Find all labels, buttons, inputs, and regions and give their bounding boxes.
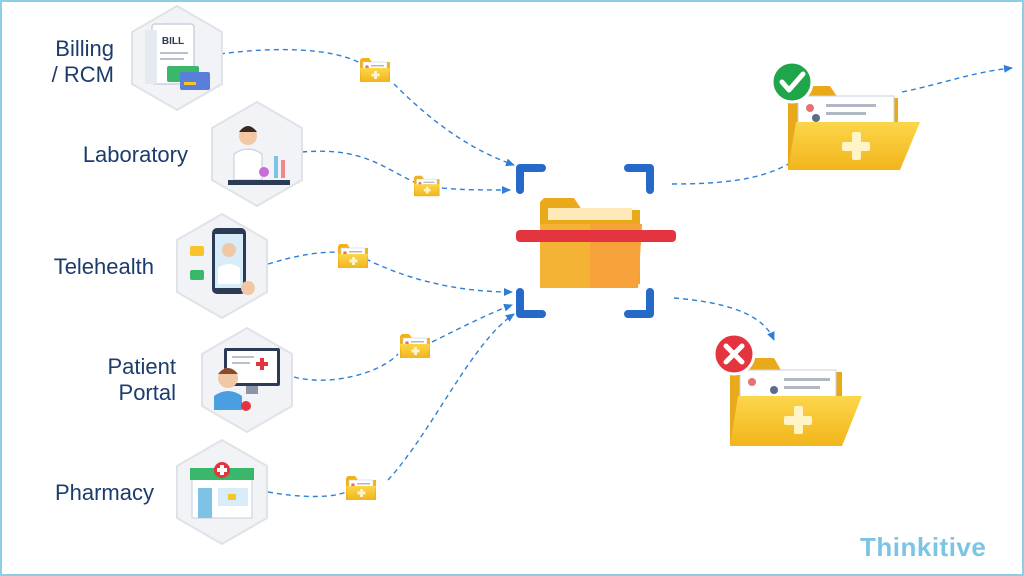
cross-icon bbox=[712, 332, 756, 376]
video-doctor-icon bbox=[190, 228, 255, 295]
rejected-connector bbox=[673, 297, 775, 341]
hex-patient-portal bbox=[201, 326, 293, 434]
pharmacy-connector bbox=[267, 314, 514, 498]
scanned-folder-icon bbox=[540, 198, 642, 288]
approved-connector bbox=[671, 161, 793, 185]
approved-exit bbox=[901, 64, 1013, 93]
label-patient-portal-line2: Portal bbox=[118, 380, 176, 405]
hex-pharmacy bbox=[176, 438, 268, 546]
bill-icon: BILL bbox=[145, 23, 210, 90]
pharmacy-store-icon bbox=[190, 462, 254, 519]
label-pharmacy: Pharmacy bbox=[22, 480, 154, 506]
check-icon bbox=[770, 60, 814, 104]
billing-record-icon bbox=[359, 57, 391, 83]
hex-billing: BILL bbox=[131, 4, 223, 112]
label-telehealth: Telehealth bbox=[22, 254, 154, 280]
label-pharmacy-line1: Pharmacy bbox=[54, 480, 154, 505]
telehealth-record-icon bbox=[337, 243, 369, 269]
label-billing: Billing / RCM bbox=[22, 36, 114, 88]
lab-record-icon bbox=[413, 175, 440, 197]
pharmacy-record-icon bbox=[345, 475, 377, 501]
label-laboratory: Laboratory bbox=[22, 142, 188, 168]
brand-logo: Thinkitive bbox=[860, 532, 987, 562]
patient-monitor-icon bbox=[214, 348, 280, 411]
label-telehealth-line1: Telehealth bbox=[53, 254, 154, 279]
rejected-folder-icon bbox=[712, 332, 862, 446]
scanner-brackets bbox=[516, 164, 654, 318]
portal-record-icon bbox=[399, 333, 431, 359]
approved-folder-icon bbox=[770, 60, 920, 170]
bill-text: BILL bbox=[162, 36, 184, 47]
hex-laboratory bbox=[211, 100, 303, 208]
scientist-icon bbox=[228, 126, 290, 185]
laboratory-connector bbox=[301, 150, 510, 190]
label-billing-line1: Billing bbox=[55, 36, 114, 61]
label-laboratory-line1: Laboratory bbox=[82, 142, 188, 167]
scan-line bbox=[516, 230, 676, 242]
telehealth-connector bbox=[267, 251, 512, 292]
label-patient-portal: Patient Portal bbox=[62, 354, 177, 406]
label-billing-line2: / RCM bbox=[51, 62, 114, 87]
hex-telehealth bbox=[176, 212, 268, 320]
scanner bbox=[516, 164, 676, 318]
billing-connector bbox=[219, 48, 514, 165]
label-patient-portal-line1: Patient bbox=[107, 354, 177, 379]
